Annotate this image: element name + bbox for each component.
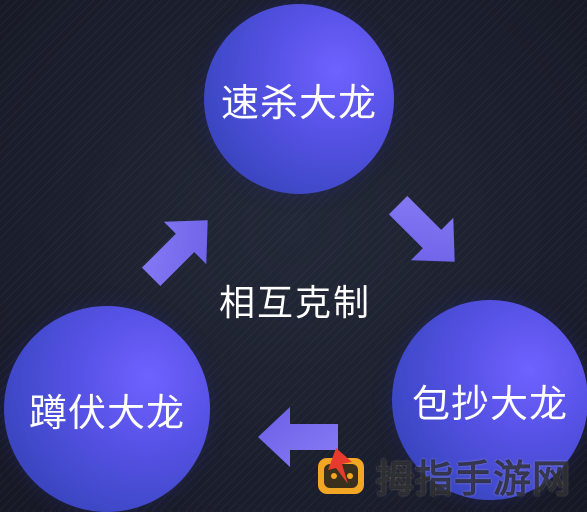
node-top-label: 速杀大龙 [220, 80, 377, 125]
node-left-label: 蹲伏大龙 [28, 390, 185, 435]
arrow-right-to-left-icon [258, 407, 338, 467]
gamepad-logo-icon [318, 448, 364, 494]
center-label: 相互克制 [218, 283, 371, 324]
node-right-label: 包抄大龙 [411, 381, 568, 426]
arrow-top-to-right-icon [388, 195, 455, 262]
arrow-left-to-top-icon [141, 220, 208, 287]
watermark: 拇指手游网 [308, 440, 580, 502]
node-right: 包抄大龙 [392, 300, 587, 500]
node-top: 速杀大龙 [204, 4, 394, 194]
node-left: 蹲伏大龙 [4, 306, 210, 512]
watermark-text: 拇指手游网 [376, 457, 572, 501]
